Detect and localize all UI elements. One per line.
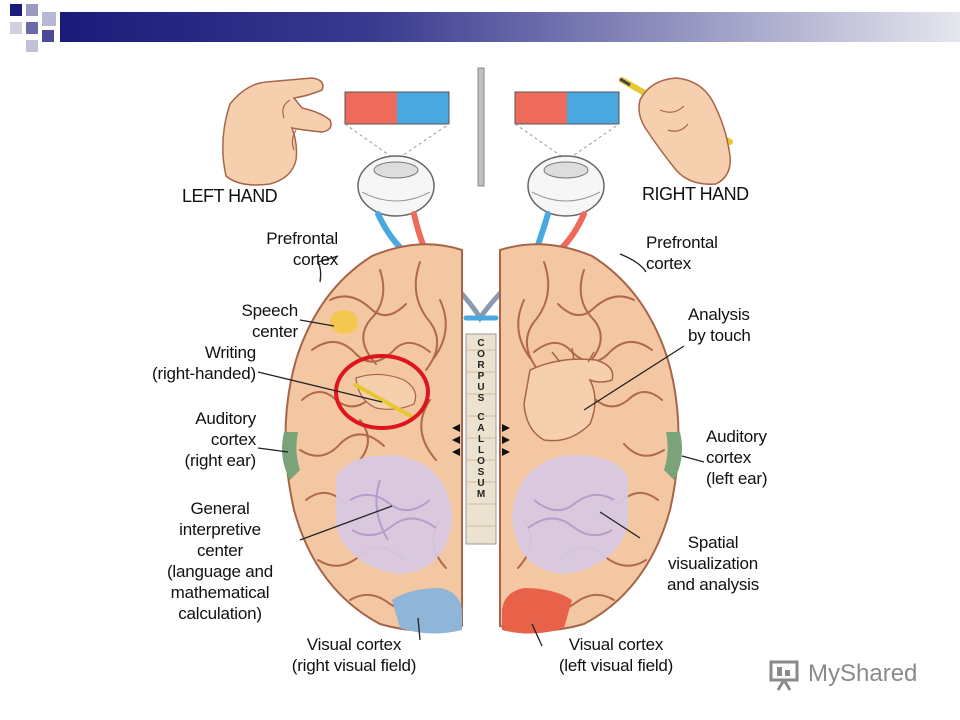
- spatial-visualization-label: Spatial visualization and analysis: [666, 533, 760, 594]
- callosum-arrows: [452, 424, 510, 456]
- visual-field-right: [514, 91, 620, 161]
- leader-lines: [257, 253, 705, 647]
- callosum-letter: R: [477, 360, 485, 371]
- auditory-area-right: [664, 432, 682, 480]
- visual-cortex-left-label: Visual cortex (right visual field): [291, 635, 417, 675]
- myshared-watermark: MyShared: [768, 656, 938, 692]
- eye-icon: [527, 155, 605, 217]
- prefrontal-cortex-right-label: Prefrontal cortex: [646, 233, 718, 273]
- prefrontal-cortex-left-label: Prefrontal cortex: [266, 229, 338, 269]
- callosum-letter: M: [476, 489, 486, 500]
- analysis-by-touch-label: Analysis by touch: [688, 305, 751, 345]
- callosum-letter: S: [477, 467, 485, 478]
- callosum-letter: U: [477, 478, 485, 489]
- auditory-cortex-left-label: Auditory cortex (right ear): [184, 409, 257, 470]
- writing-area-hand: [353, 373, 417, 420]
- visual-cortex-right-label: Visual cortex (left visual field): [558, 635, 674, 675]
- callosum-letter: L: [477, 434, 485, 445]
- writing-label: Writing (right-handed): [152, 343, 256, 383]
- corpus-callosum: [465, 333, 497, 545]
- speech-center-area: [330, 310, 358, 334]
- callosum-letter: C: [477, 338, 485, 349]
- callosum-letter: S: [477, 393, 485, 404]
- highlight-circle: [334, 354, 430, 430]
- pencil-icon: [353, 382, 415, 420]
- callosum-letter: A: [477, 423, 485, 434]
- callosum-letter: L: [477, 445, 485, 456]
- speech-center-label: Speech center: [241, 301, 299, 341]
- visual-field-left: [344, 91, 450, 161]
- slide-header-bar: [10, 4, 960, 52]
- resting-hand-icon: [222, 77, 332, 186]
- general-interpretive-center-label: General interpretive center (language an…: [166, 499, 274, 623]
- callosum-letter: C: [477, 412, 485, 423]
- callosum-letter: U: [477, 382, 485, 393]
- visual-cortex-area-right: [502, 588, 572, 634]
- touch-hand-icon: [523, 347, 614, 442]
- general-interpretive-area: [336, 455, 452, 574]
- eye-icon: [357, 155, 435, 217]
- presentation-board-icon: [769, 660, 799, 691]
- right-hand-label: RIGHT HAND: [642, 184, 749, 204]
- visual-cortex-area-left: [392, 588, 462, 634]
- auditory-cortex-right-label: Auditory cortex (left ear): [706, 427, 768, 488]
- watermark-text: MyShared: [808, 660, 918, 687]
- center-divider: [477, 67, 485, 187]
- spatial-area: [512, 455, 628, 574]
- auditory-area-left: [282, 432, 300, 480]
- callosum-letter: P: [477, 371, 485, 382]
- callosum-letter: O: [477, 349, 485, 360]
- writing-hand-icon: [619, 77, 733, 185]
- callosum-letter: O: [477, 456, 485, 467]
- left-hand-label: LEFT HAND: [182, 186, 278, 206]
- left-hemisphere: [282, 243, 463, 634]
